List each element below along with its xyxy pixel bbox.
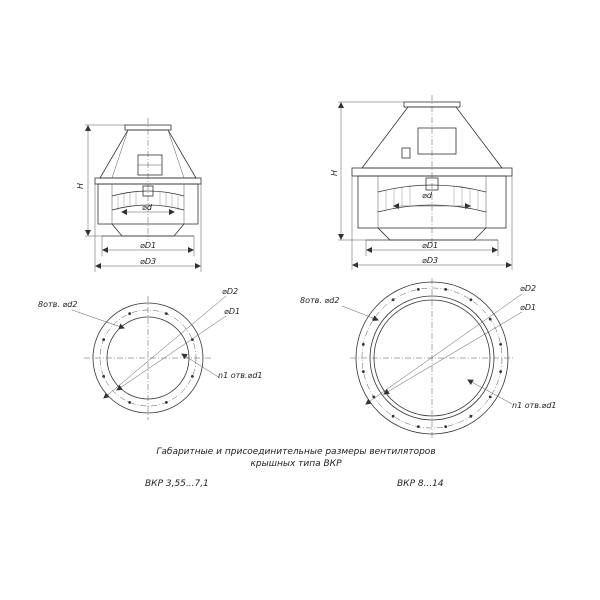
left-flange-plan-view <box>71 295 227 420</box>
bolt-hole <box>372 395 376 399</box>
left-D1-plan-label: ⌀D1 <box>224 307 240 316</box>
right-D3-label: ⌀D3 <box>422 256 438 265</box>
left-D1-label: ⌀D1 <box>140 241 156 250</box>
bolt-hole <box>128 312 132 316</box>
left-D2-label: ⌀D2 <box>222 287 238 296</box>
left-fan-side-view <box>85 118 202 272</box>
bolt-hole <box>164 312 168 316</box>
bolt-hole <box>469 298 473 302</box>
left-holes-d1-label: n1 отв.⌀d1 <box>218 371 263 380</box>
right-D1-label: ⌀D1 <box>422 241 438 250</box>
bolt-hole <box>416 425 420 429</box>
caption-line-2: крышных типа ВКР <box>250 459 342 469</box>
bolt-hole <box>499 370 503 374</box>
right-holes-d2-label: 8отв. ⌀d2 <box>300 296 339 305</box>
bolt-hole <box>190 374 194 378</box>
right-holes-d1-label: n1 отв.⌀d1 <box>512 401 557 410</box>
bolt-hole <box>444 287 448 291</box>
bolt-hole <box>488 395 492 399</box>
right-d-label: ⌀d <box>422 191 433 200</box>
caption-line-1: Габаритные и присоединительные размеры в… <box>156 447 435 457</box>
left-d-label: ⌀d <box>142 203 153 212</box>
bolt-hole <box>416 287 420 291</box>
bolt-hole <box>128 400 132 404</box>
bolt-hole <box>391 298 395 302</box>
right-fan-side-view <box>338 95 513 270</box>
bolt-hole <box>391 414 395 418</box>
model-left-label: ВКР 3,55...7,1 <box>145 479 209 489</box>
right-height-label: H <box>330 170 339 176</box>
right-flange-plan-view <box>341 278 523 438</box>
bolt-hole <box>190 338 194 342</box>
bolt-hole <box>102 338 106 342</box>
left-D3-label: ⌀D3 <box>140 257 156 266</box>
bolt-hole <box>361 370 365 374</box>
bolt-hole <box>488 317 492 321</box>
bolt-hole <box>102 374 106 378</box>
left-height-label: H <box>76 183 85 189</box>
bolt-hole <box>469 414 473 418</box>
model-right-label: ВКР 8...14 <box>397 479 444 489</box>
left-holes-d2-label: 8отв. ⌀d2 <box>38 300 77 309</box>
right-D1-plan-label: ⌀D1 <box>520 303 536 312</box>
bolt-hole <box>361 342 365 346</box>
right-D2-label: ⌀D2 <box>520 284 536 293</box>
bolt-hole <box>164 400 168 404</box>
bolt-hole <box>444 425 448 429</box>
bolt-hole <box>499 342 503 346</box>
